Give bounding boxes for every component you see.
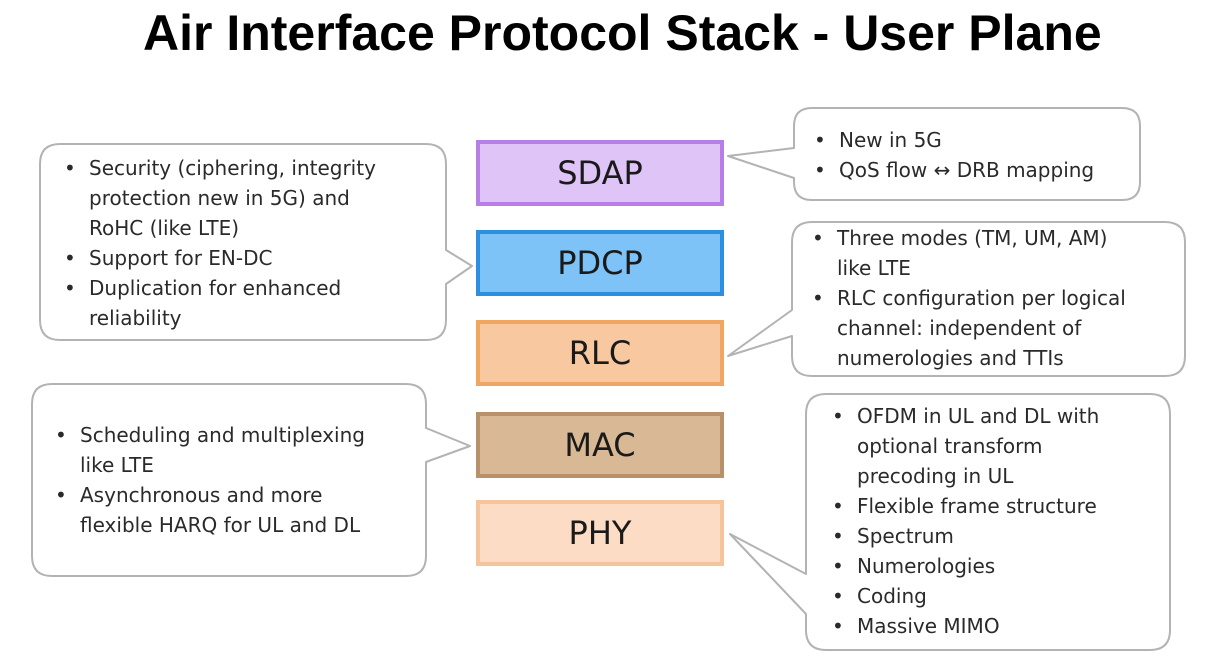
- sdap-note-item: QoS flow ↔ DRB mapping: [808, 155, 1128, 185]
- phy-note-item: Massive MIMO: [826, 611, 1136, 641]
- page-title: Air Interface Protocol Stack - User Plan…: [143, 5, 1102, 61]
- phy-note-item: Numerologies: [826, 551, 1136, 581]
- rlc-note-item: RLC configuration per logical channel: i…: [806, 283, 1146, 373]
- rlc-note-item: Three modes (TM, UM, AM) like LTE: [806, 223, 1146, 283]
- phy-note: OFDM in UL and DL with optional transfor…: [826, 401, 1136, 641]
- sdap-note: New in 5G QoS flow ↔ DRB mapping: [808, 125, 1128, 185]
- mac-layer: MAC: [476, 412, 724, 478]
- sdap-layer: SDAP: [476, 140, 724, 206]
- phy-note-item: Coding: [826, 581, 1136, 611]
- rlc-layer: RLC: [476, 320, 724, 386]
- pdcp-note-item: Support for EN-DC: [58, 243, 408, 273]
- pdcp-note: Security (ciphering, integrity protectio…: [58, 153, 408, 333]
- phy-note-item: Flexible frame structure: [826, 491, 1136, 521]
- mac-note-item: Asynchronous and more flexible HARQ for …: [49, 480, 394, 540]
- pdcp-note-item: Duplication for enhanced reliability: [58, 273, 408, 333]
- phy-layer: PHY: [476, 500, 724, 566]
- pdcp-layer: PDCP: [476, 230, 724, 296]
- pdcp-note-item: Security (ciphering, integrity protectio…: [58, 153, 408, 243]
- phy-note-item: Spectrum: [826, 521, 1136, 551]
- rlc-note: Three modes (TM, UM, AM) like LTE RLC co…: [806, 223, 1146, 373]
- phy-note-item: OFDM in UL and DL with optional transfor…: [826, 401, 1136, 491]
- mac-note: Scheduling and multiplexing like LTE Asy…: [49, 420, 394, 540]
- sdap-note-item: New in 5G: [808, 125, 1128, 155]
- mac-note-item: Scheduling and multiplexing like LTE: [49, 420, 394, 480]
